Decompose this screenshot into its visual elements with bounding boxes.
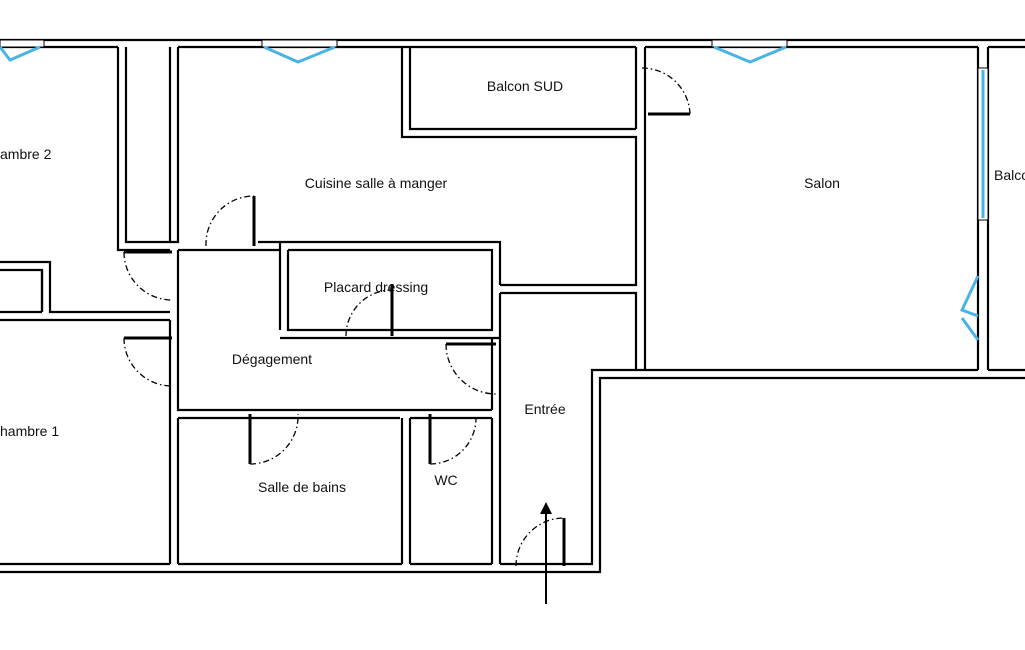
room-label-balcon-sud: Balcon SUD [487,78,563,94]
room-label-placard: Placard dressing [324,279,428,295]
room-label-entree: Entrée [524,401,565,417]
interior-walls [0,47,990,564]
entrance-arrow-icon [540,502,552,604]
windows [0,39,989,341]
exterior-walls [0,38,1025,574]
room-label-degagement: Dégagement [232,351,312,367]
room-label-chambre1: hambre 1 [0,423,59,439]
room-label-balcon-est: Balco [994,167,1025,183]
room-label-wc: WC [434,472,457,488]
room-label-cuisine: Cuisine salle à manger [305,175,448,191]
room-label-salon: Salon [804,175,840,191]
room-label-chambre2: ambre 2 [0,146,52,162]
doors [123,67,691,567]
room-label-salle-de-bains: Salle de bains [258,479,346,495]
